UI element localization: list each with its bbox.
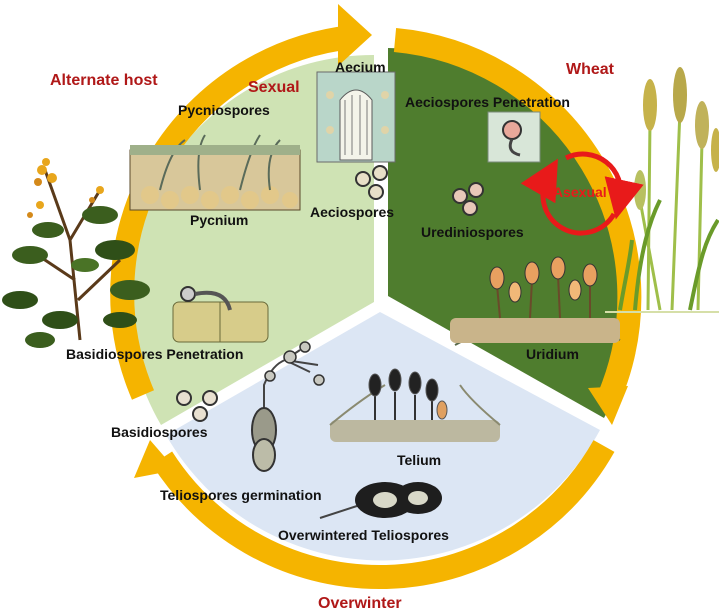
aeciospores-penetration-label: Aeciospores Penetration: [405, 95, 570, 109]
asexual-phase-label: Asexual: [553, 185, 607, 199]
wheat-heading: Wheat: [566, 62, 614, 78]
aeciospores-label: Aeciospores: [310, 205, 394, 219]
pycniospores-label: Pycniospores: [178, 103, 270, 117]
overwinter-heading: Overwinter: [318, 596, 402, 612]
alternate-host-heading: Alternate host: [50, 73, 158, 89]
urediniospores-label: Urediniospores: [421, 225, 524, 239]
telium-label: Telium: [397, 453, 441, 467]
uridium-label: Uridium: [526, 347, 579, 361]
pycnium-illustration: [130, 135, 300, 210]
aeciospores-penetration-illustration: [488, 112, 540, 162]
basidiospores-penetration-label: Basidiospores Penetration: [66, 347, 243, 361]
pycnium-label: Pycnium: [190, 213, 248, 227]
overwintered-teliospores-label: Overwintered Teliospores: [278, 528, 449, 542]
barberry-plant-illustration: [2, 158, 150, 348]
aecium-label: Aecium: [335, 60, 386, 74]
basidiospores-label: Basidiospores: [111, 425, 207, 439]
sexual-phase-label: Sexual: [248, 80, 300, 96]
aecium-illustration: [317, 72, 395, 162]
teliospores-germination-label: Teliospores germination: [160, 488, 322, 502]
